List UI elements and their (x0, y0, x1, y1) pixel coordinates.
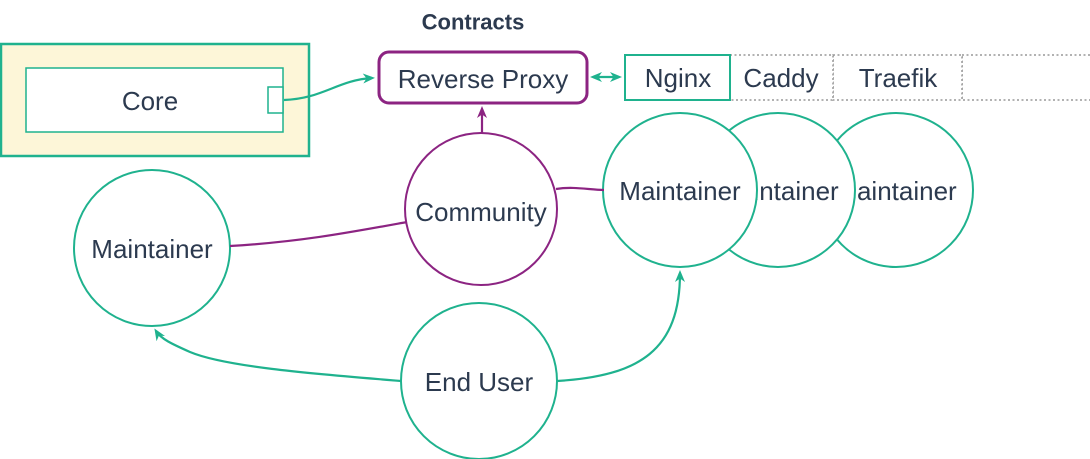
reverse-proxy-label: Reverse Proxy (398, 64, 569, 94)
maintainer-label: Maintainer (91, 234, 213, 264)
edge-community-maintainer-right (555, 186, 605, 192)
traefik-label: Traefik (859, 63, 938, 93)
nginx-label: Nginx (645, 63, 711, 93)
caddy-label: Caddy (743, 63, 818, 93)
node-core-group: Core (0, 42, 311, 158)
node-community: Community (404, 132, 558, 286)
maintainer-circle (73, 169, 231, 327)
core-label: Core (122, 86, 178, 116)
proxy-options-row: Nginx Caddy Traefik (624, 54, 1090, 101)
maintainer-label: Maintainer (619, 176, 741, 206)
cell-empty (961, 54, 1090, 101)
edge-community-maintainer-left (229, 220, 408, 248)
node-end-user: End User (400, 302, 558, 459)
edge-core-to-reverse-proxy (283, 73, 375, 102)
node-reverse-proxy: Reverse Proxy (377, 50, 589, 105)
edge-enduser-to-maintainer-left (154, 328, 402, 383)
edge-enduser-to-maintainer-right (556, 270, 685, 383)
reverse-proxy-box (377, 50, 589, 105)
core-box (25, 67, 284, 133)
end-user-label: End User (425, 367, 534, 397)
core-port (267, 86, 284, 114)
cell-nginx (624, 54, 731, 101)
node-maintainer-right-1: Maintainer (602, 112, 758, 268)
node-maintainer-left: Maintainer (73, 169, 231, 327)
cell-traefik (832, 54, 963, 101)
node-maintainer-right-3: Maintainer (818, 112, 974, 268)
cell-caddy (729, 54, 834, 101)
community-label: Community (415, 197, 546, 227)
diagram-title: Contracts (422, 10, 525, 35)
